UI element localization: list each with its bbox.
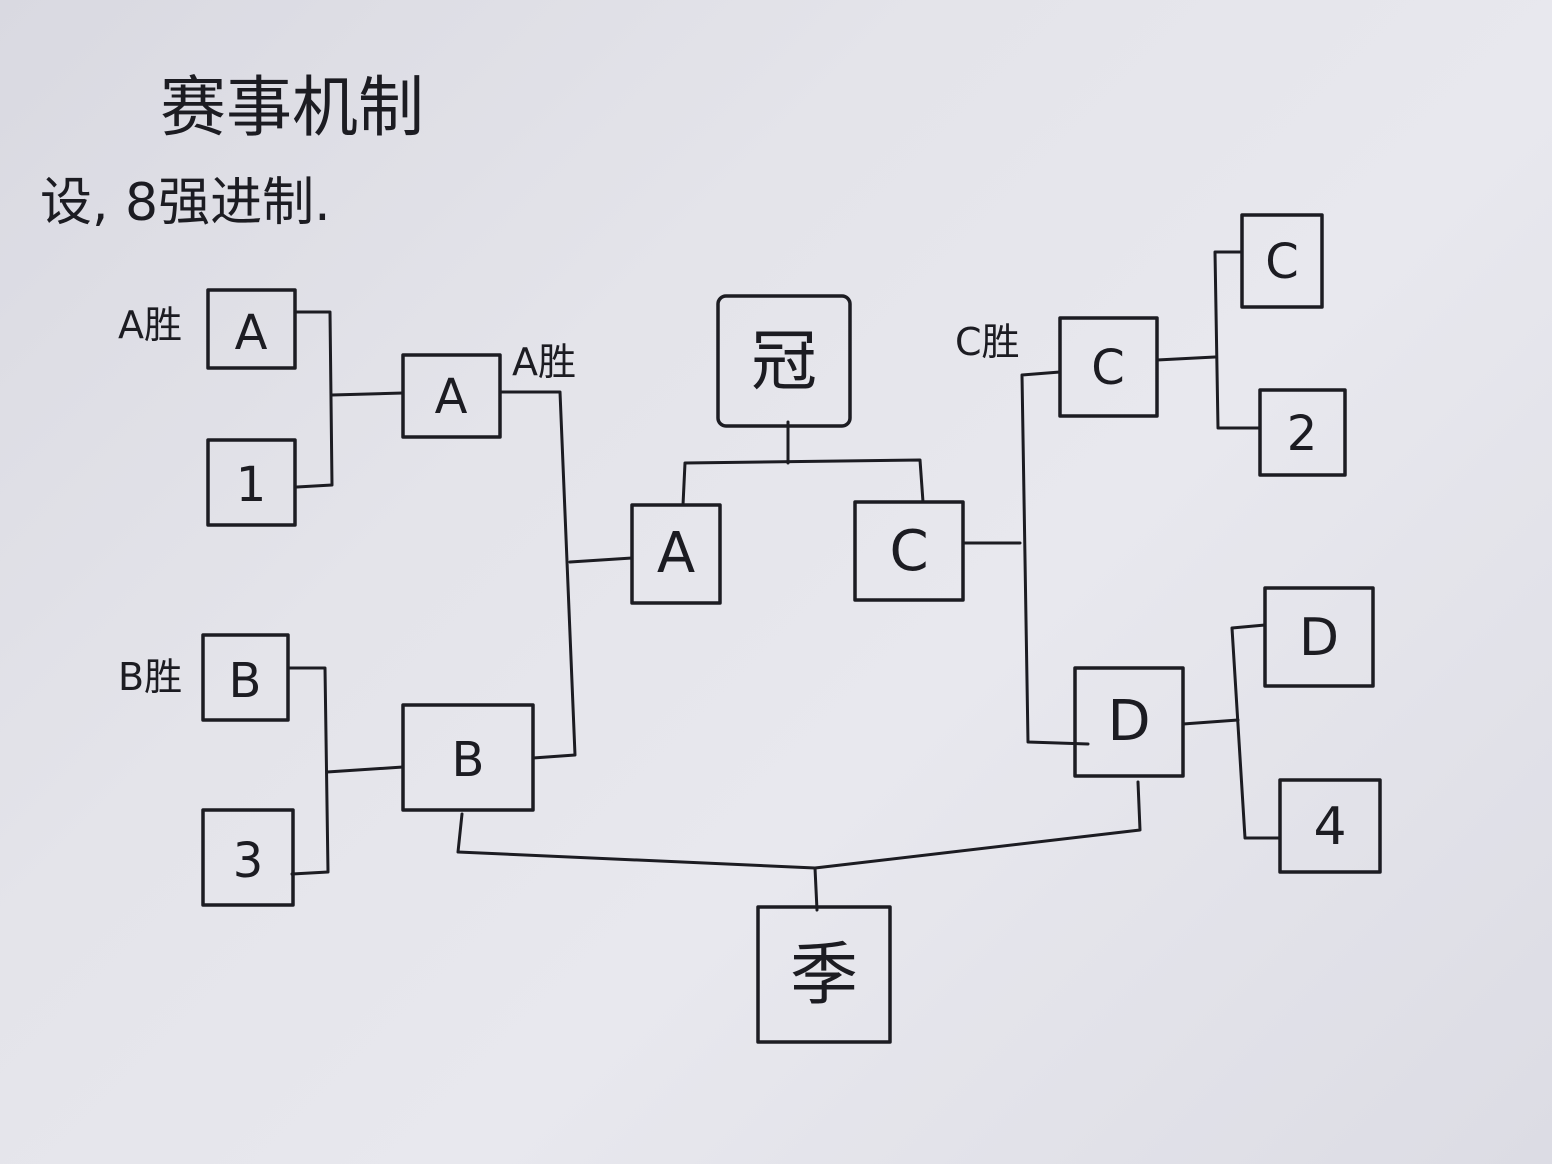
bracket-lines <box>286 250 1282 912</box>
team-label-right-1: C <box>1265 234 1299 290</box>
team-label-right-4: 4 <box>1313 797 1346 857</box>
team-box-right-r2-1 <box>1058 316 1159 418</box>
diagram-subtitle: 设, 8强进制. <box>40 173 331 233</box>
annotation-a-win-r2: A胜 <box>512 340 576 384</box>
team-label-semi-left: A <box>657 521 695 586</box>
team-box-right-1 <box>1240 213 1324 309</box>
annotation-c-win-r2: C胜 <box>955 320 1020 364</box>
team-box-semi-left <box>630 503 722 605</box>
team-box-left-r2-1 <box>401 353 502 439</box>
team-box-left-4 <box>201 808 295 907</box>
third-place-box <box>756 905 892 1044</box>
team-box-right-3 <box>1263 586 1375 688</box>
team-label-left-2: 1 <box>236 457 267 513</box>
team-label-left-4: 3 <box>233 833 264 889</box>
team-box-semi-right <box>853 500 965 602</box>
champion-label: 冠 <box>751 323 817 400</box>
champion-box <box>716 294 852 428</box>
annotation-b-win-r1: B胜 <box>118 655 182 699</box>
team-box-left-3 <box>201 633 290 722</box>
team-label-left-r2-1: A <box>435 369 468 425</box>
team-label-left-r2-2: B <box>452 732 485 788</box>
third-place-label: 季 <box>790 936 858 1015</box>
team-label-left-1: A <box>235 305 268 361</box>
team-box-right-r2-2 <box>1073 666 1185 778</box>
team-label-right-r2-2: D <box>1107 689 1150 754</box>
team-label-right-2: 2 <box>1287 406 1318 462</box>
team-box-right-2 <box>1258 388 1347 477</box>
diagram-title: 赛事机制 <box>160 69 424 146</box>
team-label-left-3: B <box>229 653 262 709</box>
team-label-right-r2-1: C <box>1091 340 1125 396</box>
team-box-right-4 <box>1278 778 1382 874</box>
team-box-left-2 <box>206 438 297 527</box>
team-box-left-1 <box>206 288 297 370</box>
team-box-left-r2-2 <box>401 703 535 812</box>
team-label-semi-right: C <box>889 519 928 584</box>
team-label-right-3: D <box>1299 608 1339 668</box>
annotation-a-win-r1: A胜 <box>118 303 182 347</box>
